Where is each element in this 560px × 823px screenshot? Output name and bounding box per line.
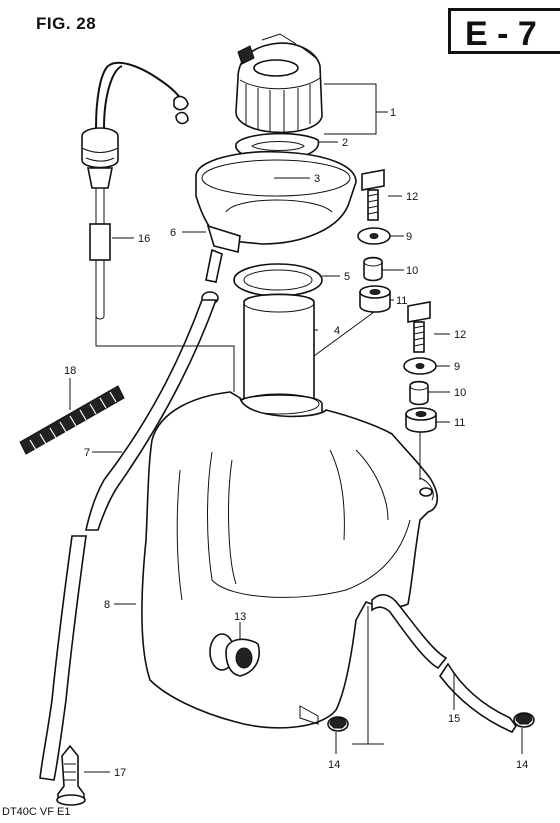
callout-8: 8 <box>104 599 110 611</box>
callout-15: 15 <box>448 713 460 725</box>
callout-labels: 1 2 3 4 5 6 7 8 9 9 10 10 11 11 12 12 13… <box>64 107 528 779</box>
fuel-hose <box>371 593 517 733</box>
filler-o-ring <box>233 263 323 297</box>
model-code-label: DT40C VF E1 <box>2 806 71 818</box>
hose-clip-right <box>513 712 535 728</box>
callout-9-lower: 9 <box>454 361 460 373</box>
callout-1: 1 <box>390 107 396 119</box>
callout-14-left: 14 <box>328 759 340 771</box>
collar-lower <box>409 380 429 406</box>
fuel-connector <box>56 744 86 806</box>
callout-16: 16 <box>138 233 150 245</box>
breather-hose <box>39 291 219 781</box>
callout-10-upper: 10 <box>406 265 418 277</box>
callout-7: 7 <box>84 447 90 459</box>
leader-lines <box>69 83 523 773</box>
collar-upper <box>363 256 383 282</box>
washer-lower <box>403 357 437 375</box>
callout-5: 5 <box>344 271 350 283</box>
mount-grommet-lower <box>405 407 437 433</box>
callout-17: 17 <box>114 767 126 779</box>
fuel-cap <box>235 33 323 134</box>
callout-3: 3 <box>314 173 320 185</box>
bolt-lower <box>407 301 431 353</box>
callout-9-upper: 9 <box>406 231 412 243</box>
spiral-wrap <box>19 385 125 455</box>
callout-4: 4 <box>334 325 340 337</box>
callout-2: 2 <box>342 137 348 149</box>
section-code-box: E - 7 <box>448 8 560 54</box>
callout-11-lower: 11 <box>454 417 465 429</box>
tank-grommet <box>209 633 260 677</box>
fuel-gauge-sender <box>81 61 189 320</box>
callout-12-lower: 12 <box>454 329 466 341</box>
callout-11-upper: 11 <box>396 295 407 307</box>
filler-funnel <box>195 150 357 283</box>
callout-10-lower: 10 <box>454 387 466 399</box>
callout-14-right: 14 <box>516 759 528 771</box>
callout-12-upper: 12 <box>406 191 418 203</box>
figure-title: FIG. 28 <box>36 14 97 33</box>
washer-upper <box>357 227 391 245</box>
callout-13: 13 <box>234 611 246 623</box>
fuel-tank <box>141 391 439 729</box>
callout-6: 6 <box>170 227 176 239</box>
mount-grommet-upper <box>359 285 391 313</box>
bolt-upper <box>361 169 385 221</box>
hose-clip-left <box>327 716 349 732</box>
callout-18: 18 <box>64 365 76 377</box>
